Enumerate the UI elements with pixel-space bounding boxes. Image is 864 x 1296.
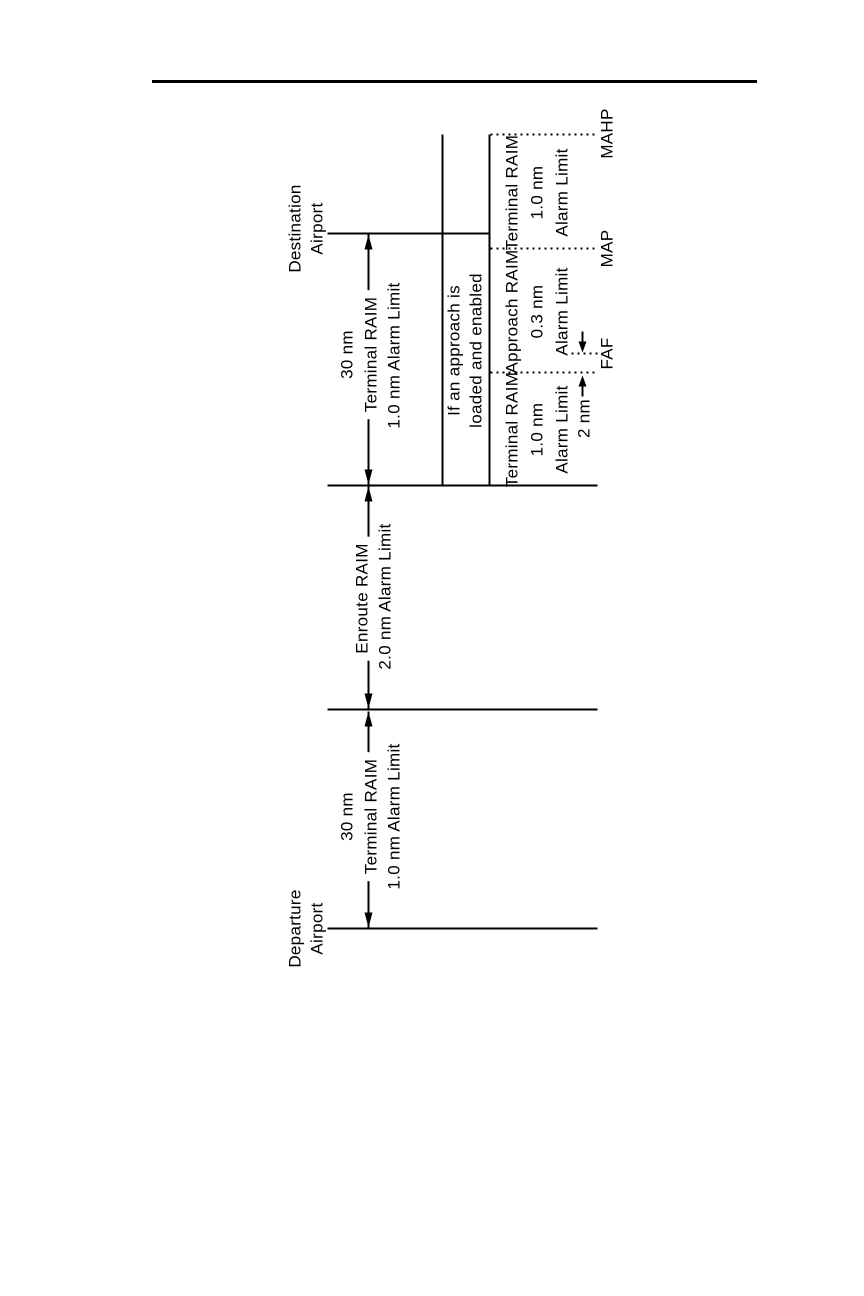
approach-section-raim-label: Terminal RAIM: [502, 134, 522, 251]
raim-alarm-limits-diagram: Departure Airport Destination Airport 30…: [278, 103, 623, 983]
arrow-head-right-icon: [578, 375, 587, 387]
arrow-head-left-icon: [364, 469, 372, 485]
faf-label: FAF: [597, 337, 617, 370]
departure-airport-label: Departure: [285, 889, 305, 968]
destination-tick-line: [327, 232, 490, 235]
approach-section-limit-label: Alarm Limit: [552, 148, 572, 237]
segment-raim-label: Enroute RAIM: [351, 536, 374, 661]
approach-section-limit-value: 1.0 nm: [527, 165, 547, 220]
segment-distance-label: 30 nm: [337, 792, 357, 841]
approach-condition-text: loaded and enabled: [466, 273, 486, 428]
approach-section-limit-value: 0.3 nm: [527, 284, 547, 339]
approach-section-raim-label: Approach RAIM: [502, 249, 522, 374]
faf-minus-2nm-dotted-line: [490, 371, 596, 374]
arrow-head-right-icon: [364, 486, 372, 502]
arrow-head-right-icon: [364, 711, 372, 727]
arrow-head-right-icon: [364, 234, 372, 250]
mahp-label: MAHP: [597, 108, 617, 159]
faf-dotted-line: [571, 352, 598, 355]
approach-section-limit-value: 1.0 nm: [527, 402, 547, 457]
approach-section-limit-label: Alarm Limit: [552, 267, 572, 356]
faf-offset-arrow: [581, 331, 584, 344]
segment-alarm-limit-label: 1.0 nm Alarm Limit: [384, 743, 404, 890]
header-rule: [152, 80, 757, 83]
segment-alarm-limit-label: 2.0 nm Alarm Limit: [375, 523, 395, 670]
departure-tick-line: [327, 927, 598, 930]
approach-section-limit-label: Alarm Limit: [552, 385, 572, 474]
segment-distance-label: 30 nm: [337, 330, 357, 379]
departure-airport-label: Airport: [307, 902, 327, 955]
terminal-enroute-boundary-line: [327, 708, 598, 711]
segment-raim-label: Terminal RAIM: [360, 289, 383, 420]
approach-condition-text: If an approach is: [444, 285, 464, 416]
approach-section-raim-label: Terminal RAIM: [502, 371, 522, 488]
map-label: MAP: [597, 229, 617, 268]
faf-offset-label: 2 nm: [574, 399, 594, 438]
approach-band-bottom-line: [488, 134, 491, 486]
mahp-dotted-line: [490, 133, 596, 136]
approach-band-top-line: [441, 134, 444, 486]
segment-alarm-limit-label: 1.0 nm Alarm Limit: [384, 282, 404, 429]
arrow-head-left-icon: [364, 693, 372, 709]
segment-raim-label: Terminal RAIM: [360, 751, 383, 882]
destination-airport-label: Destination: [285, 184, 305, 273]
arrow-head-left-icon: [364, 912, 372, 928]
destination-airport-label: Airport: [307, 202, 327, 255]
map-dotted-line: [490, 247, 596, 250]
